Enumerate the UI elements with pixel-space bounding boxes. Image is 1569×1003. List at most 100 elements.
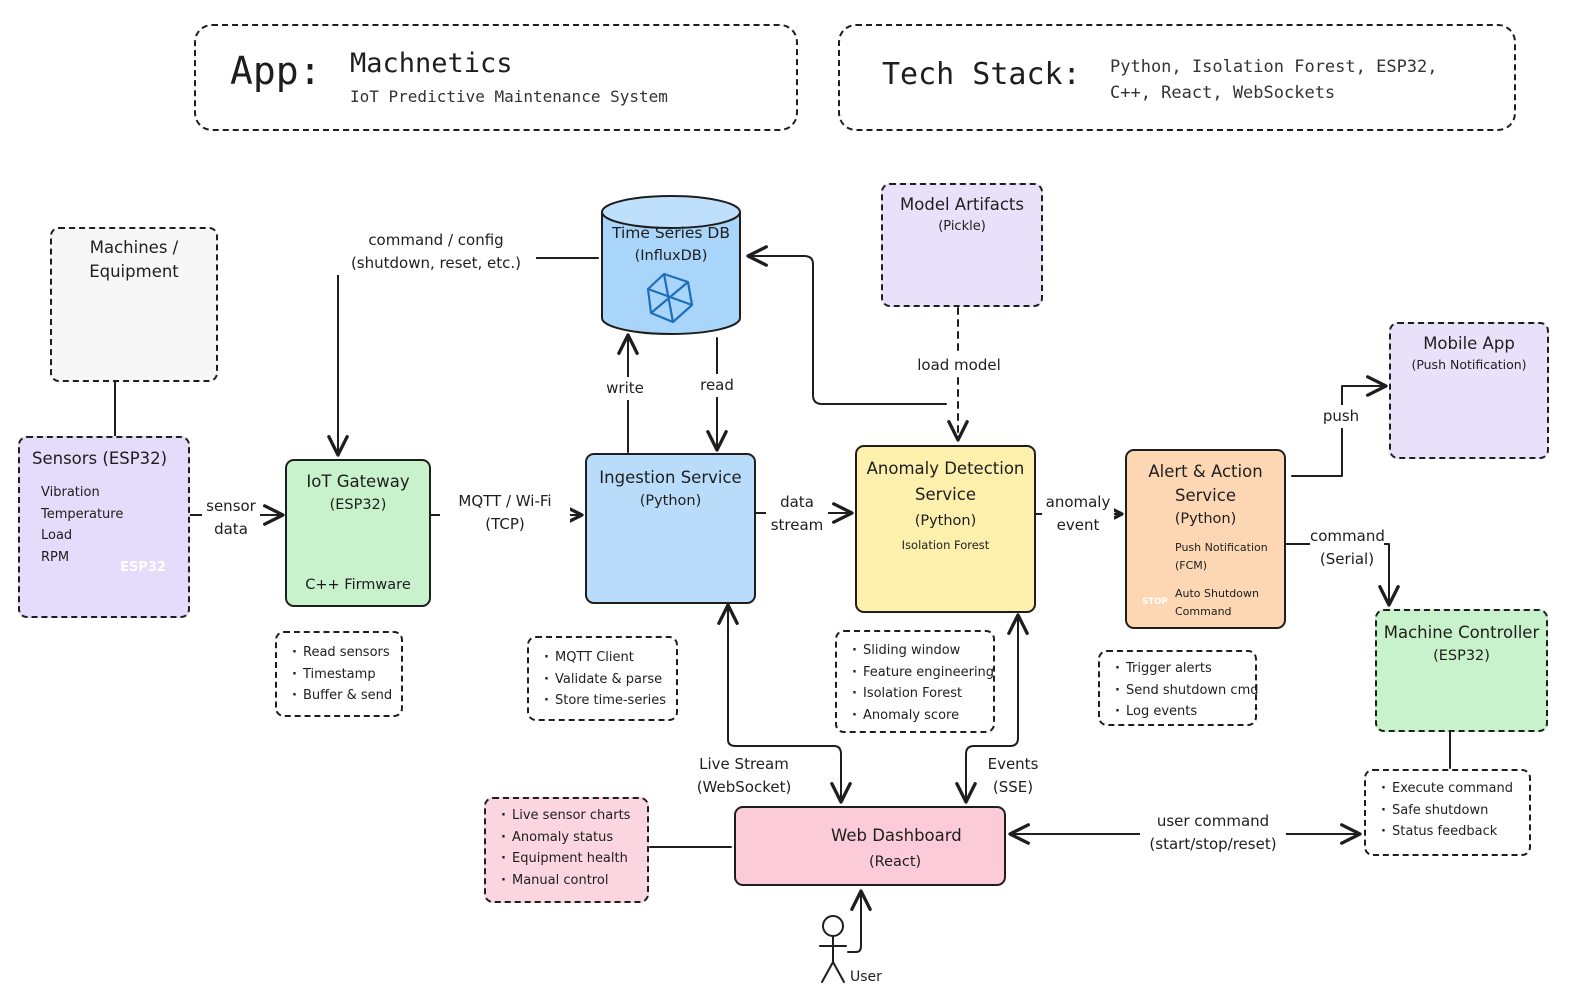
list-item: Anomaly score bbox=[852, 705, 981, 727]
edge-command-config bbox=[338, 257, 599, 455]
edge-label-line: (Serial) bbox=[1319, 550, 1375, 568]
iot-gateway-node[interactable]: IoT Gateway (ESP32) C++ Firmware bbox=[285, 459, 431, 607]
anomaly-title1: Anomaly Detection bbox=[866, 459, 1025, 478]
edge-label-line: anomaly bbox=[1045, 493, 1111, 511]
edge-label-command-config: command / config (shutdown, reset, etc.) bbox=[336, 229, 536, 275]
controller-sub: (ESP32) bbox=[1433, 648, 1490, 664]
gateway-note: Read sensors Timestamp Buffer & send bbox=[275, 631, 403, 717]
tech-stack-line1: Python, Isolation Forest, ESP32, bbox=[1110, 57, 1438, 77]
edge-label-events-sse: Events (SSE) bbox=[982, 753, 1044, 799]
user-label: User bbox=[850, 969, 882, 985]
artifacts-title: Model Artifacts bbox=[900, 195, 1024, 214]
edge-label-line: stream bbox=[770, 516, 824, 534]
controller-note: Execute command Safe shutdown Status fee… bbox=[1364, 769, 1531, 856]
app-label: App: bbox=[230, 49, 322, 93]
alert-action-node[interactable]: Alert & Action Service (Python) Push Not… bbox=[1125, 449, 1286, 629]
edge-label-anomaly-event: anomaly event bbox=[1042, 491, 1114, 537]
ingestion-note: MQTT Client Validate & parse Store time-… bbox=[527, 636, 678, 721]
list-item: Trigger alerts bbox=[1115, 658, 1243, 680]
mobile-app-node[interactable]: Mobile App (Push Notification) bbox=[1389, 322, 1549, 459]
sensors-list: Vibration Temperature Load RPM bbox=[32, 482, 123, 568]
alert-stop-line1: Auto Shutdown bbox=[1175, 587, 1259, 600]
edge-label-line: Live Stream bbox=[699, 755, 789, 773]
edge-label-command-serial: command (Serial) bbox=[1310, 525, 1385, 571]
gateway-title: IoT Gateway bbox=[306, 472, 410, 491]
dashboard-sub: (React) bbox=[869, 854, 922, 870]
list-item: Manual control bbox=[501, 870, 635, 892]
tech-stack-header: Tech Stack: Python, Isolation Forest, ES… bbox=[838, 24, 1516, 131]
tsdb-cylinder bbox=[601, 195, 741, 335]
edge-live-stream bbox=[717, 603, 852, 804]
web-dashboard-node[interactable]: Web Dashboard (React) bbox=[734, 806, 1006, 886]
edge-label-user-command: user command (start/stop/reset) bbox=[1140, 810, 1286, 856]
edge-label-line: event bbox=[1056, 516, 1100, 534]
tsdb-node[interactable]: Time Series DB (InfluxDB) bbox=[602, 222, 740, 267]
list-item: Feature engineering bbox=[852, 662, 994, 684]
tsdb-title: Time Series DB bbox=[611, 224, 731, 242]
tsdb-sub: (InfluxDB) bbox=[634, 248, 708, 264]
sensors-title: Sensors (ESP32) bbox=[32, 449, 168, 468]
stop-sign-text: STOP bbox=[1142, 597, 1168, 607]
dashboard-title: Web Dashboard bbox=[831, 826, 962, 845]
edge-label-read: read bbox=[694, 374, 740, 397]
model-artifacts-node[interactable]: Model Artifacts (Pickle) bbox=[881, 183, 1043, 307]
list-item: Log events bbox=[1115, 701, 1243, 723]
gateway-footer: C++ Firmware bbox=[305, 577, 411, 593]
alert-note: Trigger alerts Send shutdown cmd Log eve… bbox=[1098, 650, 1259, 726]
tech-stack-label: Tech Stack: bbox=[882, 57, 1081, 92]
anomaly-title2: Service bbox=[915, 485, 976, 504]
edge-label-line: (SSE) bbox=[992, 778, 1034, 796]
gateway-sub: (ESP32) bbox=[329, 497, 387, 513]
list-item: Store time-series bbox=[544, 690, 666, 712]
mobile-title: Mobile App bbox=[1423, 334, 1515, 353]
edge-label-line: command bbox=[1310, 527, 1385, 545]
list-item: Safe shutdown bbox=[1381, 800, 1517, 822]
sensors-node[interactable]: Sensors (ESP32) Vibration Temperature Lo… bbox=[18, 436, 190, 618]
sensor-item-rpm: RPM bbox=[41, 549, 70, 565]
machines-node[interactable]: Machines / Equipment bbox=[50, 227, 218, 382]
alert-push-line2: (FCM) bbox=[1175, 559, 1208, 572]
list-item: Buffer & send bbox=[292, 685, 392, 707]
edge-anomaly-to-db bbox=[746, 245, 947, 405]
sensor-item-temperature: Temperature bbox=[41, 506, 124, 522]
ingestion-service-node[interactable]: Ingestion Service (Python) bbox=[585, 453, 756, 604]
alert-stop-label: Auto Shutdown Command bbox=[1175, 585, 1259, 621]
alert-push-line1: Push Notification bbox=[1175, 541, 1268, 554]
edge-label-line: data bbox=[780, 493, 814, 511]
esp32-chip-label: ESP32 bbox=[120, 560, 166, 575]
edge-label-line: command / config bbox=[368, 231, 504, 249]
edge-user-dashboard bbox=[847, 889, 872, 953]
edge-label-line: (TCP) bbox=[485, 515, 525, 533]
edge-label-line: (start/stop/reset) bbox=[1149, 835, 1277, 853]
edge-push bbox=[1291, 375, 1388, 477]
edge-events-sse bbox=[955, 613, 1029, 804]
sensor-item-vibration: Vibration bbox=[41, 485, 100, 500]
edge-label-sensor-data: sensor data bbox=[202, 495, 260, 541]
list-item: Send shutdown cmd bbox=[1115, 680, 1259, 702]
app-header: App: Machnetics IoT Predictive Maintenan… bbox=[194, 24, 798, 131]
anomaly-detail: Isolation Forest bbox=[901, 538, 990, 552]
alert-sub: (Python) bbox=[1174, 511, 1237, 527]
list-item: Execute command bbox=[1381, 778, 1517, 800]
list-item: Timestamp bbox=[292, 664, 389, 686]
list-item: Equipment health bbox=[501, 848, 635, 870]
alert-push-label: Push Notification (FCM) bbox=[1175, 539, 1268, 575]
list-item: Status feedback bbox=[1381, 821, 1517, 843]
list-item: Sliding window bbox=[852, 640, 981, 662]
edge-label-line: Events bbox=[987, 755, 1039, 773]
list-item: MQTT Client bbox=[544, 647, 664, 669]
list-item: Read sensors bbox=[292, 642, 390, 664]
list-item: Anomaly status bbox=[501, 827, 635, 849]
dashboard-note: Live sensor charts Anomaly status Equipm… bbox=[484, 797, 649, 903]
edge-label-line: MQTT / Wi-Fi bbox=[458, 492, 552, 510]
tech-stack-line2: C++, React, WebSockets bbox=[1110, 83, 1336, 103]
edge-label-line: sensor bbox=[206, 497, 256, 515]
edge-label-push: push bbox=[1318, 405, 1364, 428]
alert-title2: Service bbox=[1175, 486, 1236, 505]
machine-controller-node[interactable]: Machine Controller (ESP32) bbox=[1375, 609, 1548, 732]
anomaly-detection-node[interactable]: Anomaly Detection Service (Python) Isola… bbox=[855, 445, 1036, 613]
app-name: Machnetics bbox=[350, 48, 513, 79]
edge-label-data-stream: data stream bbox=[766, 491, 828, 537]
machines-line2: Equipment bbox=[89, 262, 179, 281]
edge-label-write: write bbox=[598, 377, 652, 400]
